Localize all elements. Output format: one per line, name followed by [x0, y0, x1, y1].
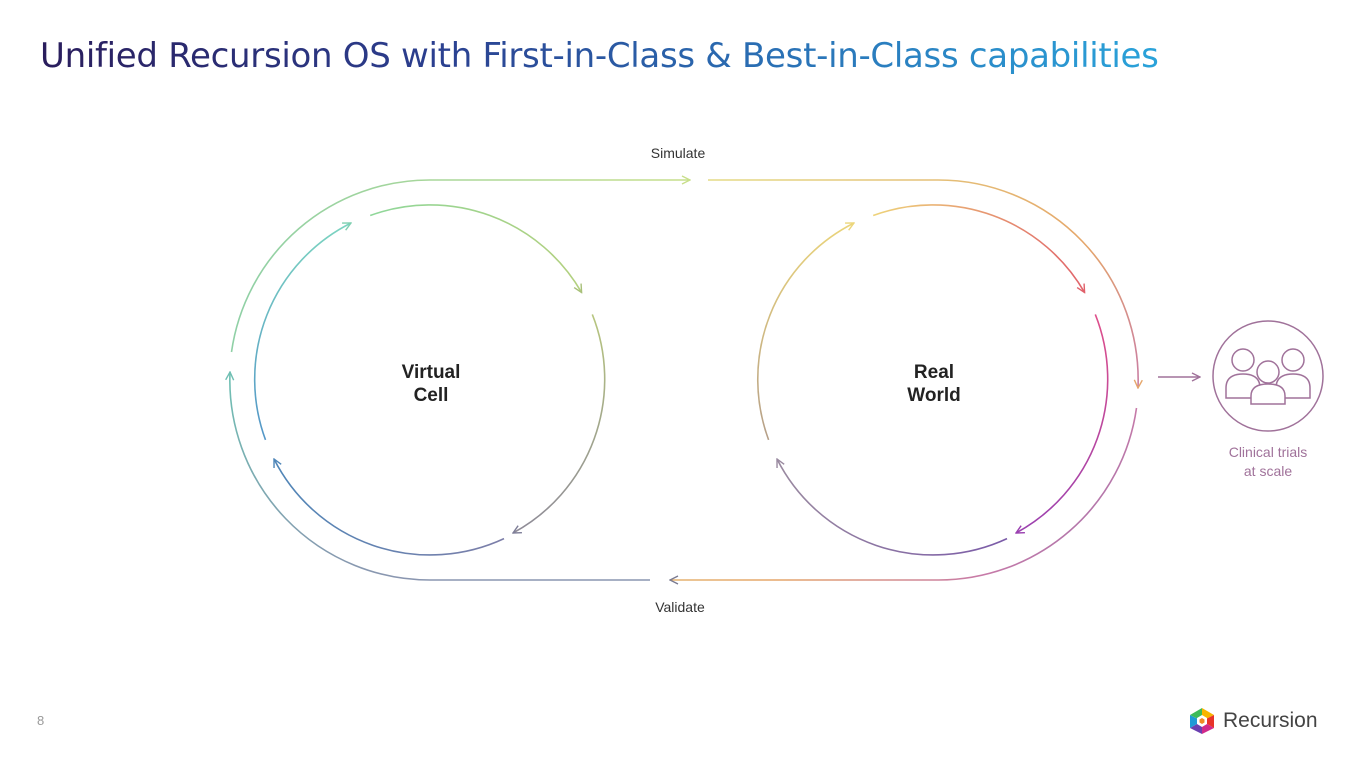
virtual-cell-arc-4 — [273, 459, 505, 556]
clinical-trials-label-line1: Clinical trials — [1229, 444, 1308, 460]
clinical-trials-label-line2: at scale — [1244, 463, 1292, 479]
virtual-cell-label-line2: Cell — [414, 385, 449, 406]
virtual-cell-arc-1 — [253, 222, 351, 441]
outer-loop-top-left-arrow — [230, 180, 691, 353]
recursion-hexagon-icon — [1190, 708, 1214, 734]
virtual-cell-arc-3 — [513, 314, 606, 533]
outer-loop-right-arrow — [708, 179, 1138, 388]
simulate-label: Simulate — [651, 145, 706, 161]
recursion-logo: Recursion — [1189, 707, 1318, 735]
real-world-arc-4 — [776, 459, 1008, 556]
real-world-arc-3 — [1016, 314, 1109, 533]
real-world-label-line2: World — [907, 385, 960, 406]
virtual-cell-arc-2 — [369, 204, 581, 293]
virtual-cell-label-line1: Virtual — [402, 362, 461, 383]
validate-label: Validate — [655, 599, 705, 615]
real-world-arc-2 — [872, 204, 1084, 293]
slide-title: Unified Recursion OS with First-in-Class… — [40, 36, 1159, 76]
page-number: 8 — [37, 713, 45, 728]
real-world-arc-1 — [756, 222, 854, 441]
brand-name: Recursion — [1223, 709, 1318, 732]
people-group-icon — [1212, 320, 1324, 432]
outer-loop-bottom-arrow — [670, 407, 1138, 580]
outer-loop-left-arrow — [230, 372, 650, 581]
real-world-label-line1: Real — [914, 362, 954, 383]
